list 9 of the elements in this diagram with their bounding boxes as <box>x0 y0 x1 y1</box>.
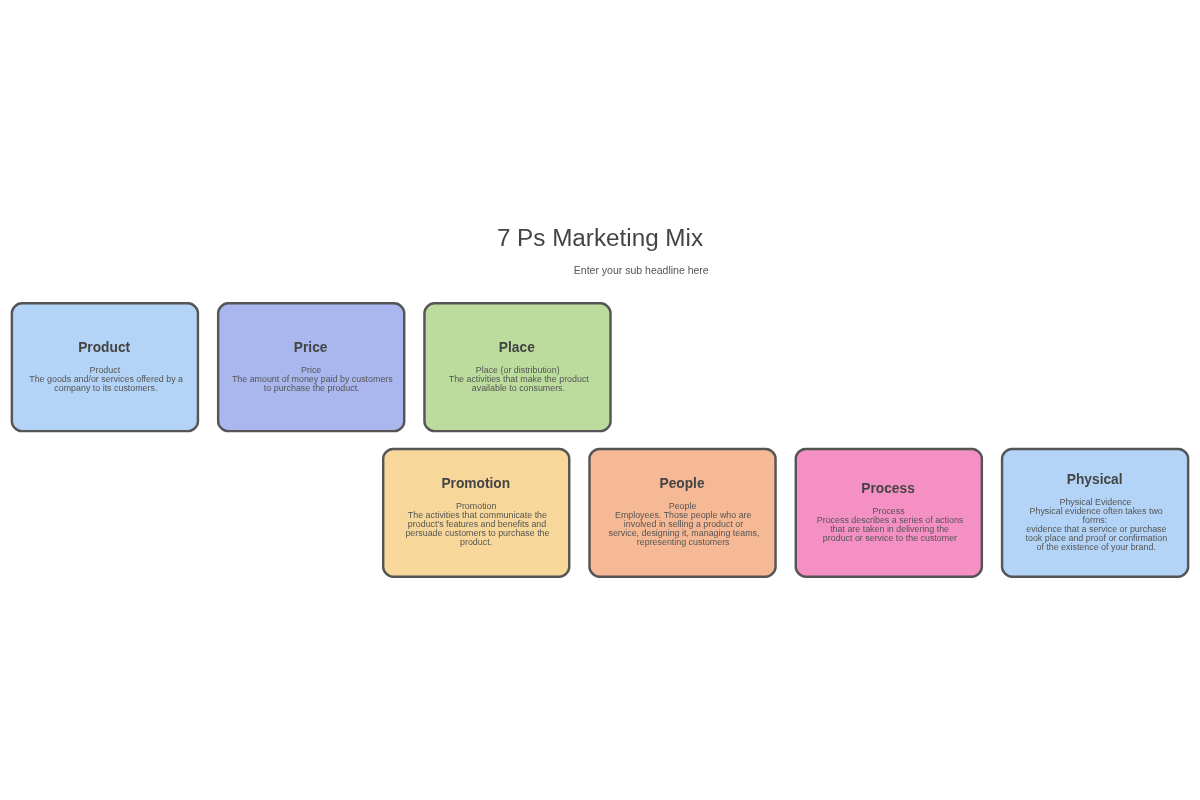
label: Enter your sub headline here <box>573 263 709 276</box>
diagram-title: 7 Ps Marketing Mix <box>496 223 704 251</box>
node-box: Promotion Promotion The activities that communicate the product's features and benefits and persuade customers to purchase the product. <box>381 447 571 578</box>
node-box: Price Price The amount of money paid by customers to purchase the product. <box>216 302 406 433</box>
node-box: Process Process Process describes a series of actions that are taken in delivering the product or service to the customer <box>794 447 984 578</box>
node-box: Place Place (or distribution) The activities that make the product available to consumers. <box>423 302 612 433</box>
node-box: Physical Physical Evidence Physical evidence often takes two forms: evidence that a service or purchase took place and proof or confirmation of the existence of your brand. <box>1000 447 1190 578</box>
node-box: Product Product The goods and/or services offered by a company to its customers. <box>10 302 200 433</box>
node-box: People People Employees. Those people who are involved in selling a product or service, designing it, managing teams, representing customers <box>588 447 777 578</box>
